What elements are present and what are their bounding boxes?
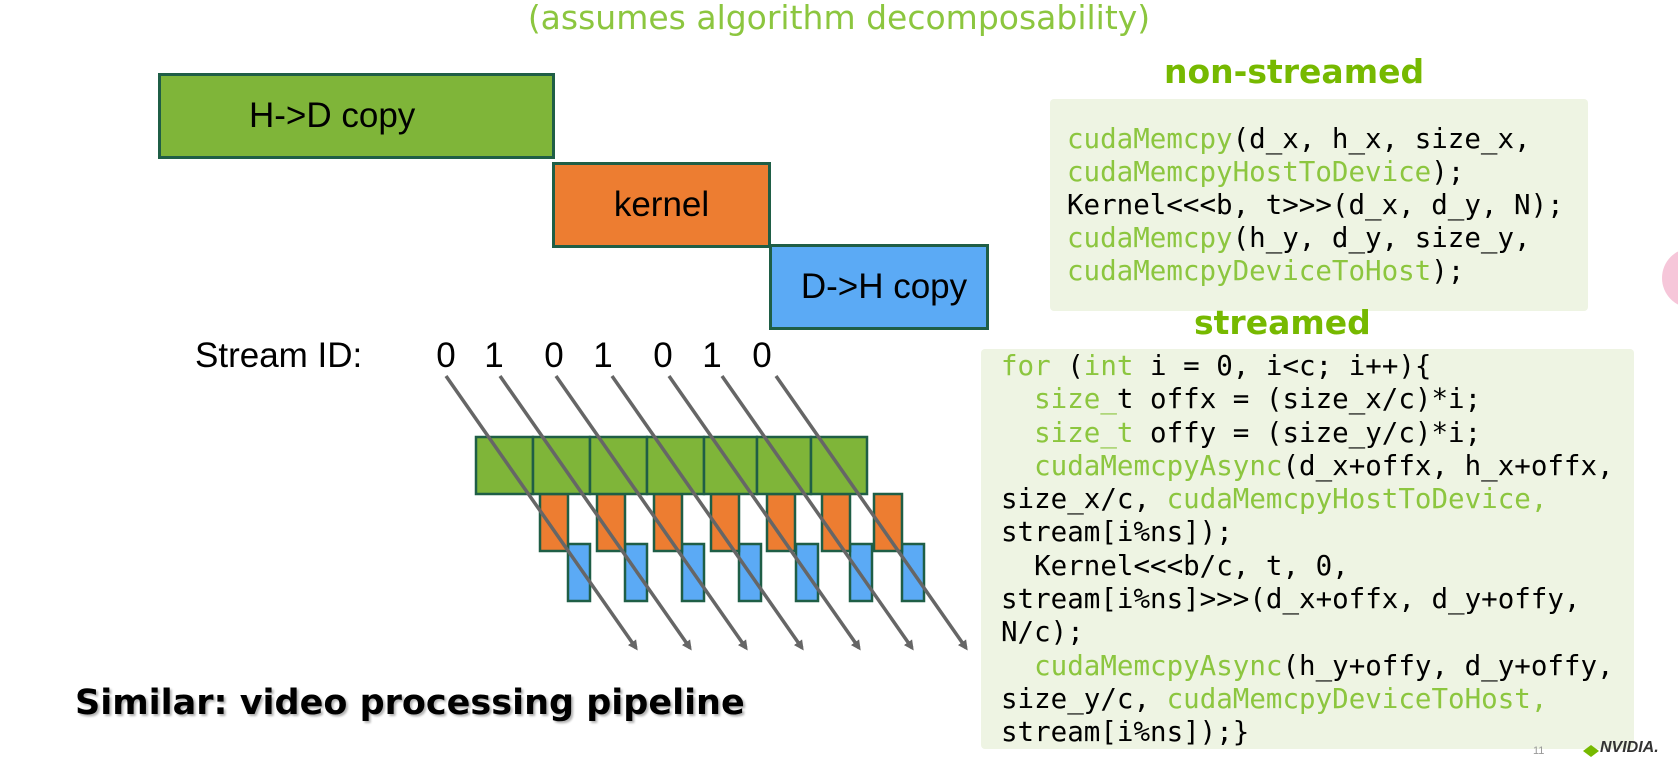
hd-copy-block: H->D copy (158, 73, 555, 159)
streamed-token: ( (1050, 350, 1084, 382)
streamed-line: Kernel<<<b/c, t, 0, (1001, 550, 1634, 583)
stream-arrow (667, 374, 861, 651)
non_streamed-line: cudaMemcpy(h_y, d_y, size_y, (1067, 222, 1588, 255)
dh-copy-block: D->H copy (769, 244, 989, 330)
streamed-line: size_t offy = (size_y/c)*i; (1001, 417, 1634, 450)
streamed-line: N/c); (1001, 616, 1634, 649)
streamed-line: cudaMemcpyAsync(h_y+offy, d_y+offy, (1001, 650, 1634, 683)
stream-arrow (554, 374, 748, 651)
stream-arrow (720, 374, 914, 651)
non_streamed-token: cudaMemcpy (1067, 222, 1233, 254)
stream-id-1: 1 (484, 336, 504, 375)
streamed-token: int (1083, 350, 1134, 382)
streamed-pipeline-diagram (444, 374, 968, 651)
streamed-heading: streamed (1194, 303, 1371, 342)
streamed-token: N/c); (1001, 616, 1084, 649)
streamed-token: cudaMemcpyHostToDevice, (1166, 483, 1548, 516)
stream-id-2: 0 (544, 336, 564, 375)
streamed-line: stream[i%ns]>>>(d_x+offx, d_y+offy, (1001, 583, 1634, 616)
streamed-token: cudaMemcpyDeviceToHost, (1166, 682, 1548, 715)
streamed-token: cudaMemcpyAsync (1001, 649, 1283, 682)
streamed-token: cudaMemcpyAsync (1001, 449, 1283, 482)
streamed-line: for (int i = 0, i<c; i++){ (1001, 350, 1634, 383)
streamed-token: for (1001, 350, 1051, 382)
hd-chunk (645, 435, 706, 496)
page-number: 11 (1533, 745, 1545, 757)
streamed-token: stream[i%ns]>>>(d_x+offx, d_y+offy, (1001, 583, 1581, 616)
stream-id-0: 0 (436, 336, 456, 375)
dh-copy-label: D->H copy (800, 267, 968, 306)
non_streamed-token: (h_y, d_y, size_y, (1232, 222, 1531, 254)
streamed-token: offy = (size_y/c)*i; (1133, 416, 1482, 449)
streamed-token: stream[i%ns]); (1001, 516, 1233, 549)
kernel-label: kernel (613, 185, 710, 224)
non_streamed-line: cudaMemcpy(d_x, h_x, size_x, (1067, 123, 1588, 156)
stream-arrow (444, 374, 638, 651)
non_streamed-line: cudaMemcpyDeviceToHost); (1067, 255, 1588, 288)
streamed-line: cudaMemcpyAsync(d_x+offx, h_x+offx, (1001, 450, 1634, 483)
stream-id-label: Stream ID: (195, 336, 363, 375)
stream-id-5: 1 (702, 336, 722, 375)
streamed-token: i = 0, i<c; i++){ (1133, 350, 1432, 382)
bottom-note: Similar: video processing pipeline (75, 683, 745, 723)
kernel-chunk (709, 492, 741, 553)
non_streamed-token: cudaMemcpyHostToDevice (1067, 156, 1432, 188)
streamed-token: size_ (1001, 383, 1117, 416)
streamed-token: size_t (1001, 416, 1134, 449)
non-streamed-code: cudaMemcpy(d_x, h_x, size_x,cudaMemcpyHo… (1050, 99, 1588, 311)
non_streamed-line: Kernel<<<b, t>>>(d_x, d_y, N); (1067, 189, 1588, 222)
non_streamed-token: ); (1431, 255, 1465, 287)
non_streamed-token: cudaMemcpy (1067, 123, 1233, 155)
streamed-token: (h_y+offy, d_y+offy, (1282, 649, 1614, 682)
streamed-token: t offx = (size_x/c)*i; (1116, 383, 1482, 416)
streamed-line: stream[i%ns]);} (1001, 716, 1634, 749)
decorative-circle (1662, 248, 1678, 308)
non_streamed-token: (d_x, h_x, size_x, (1232, 123, 1531, 155)
stream-id-4: 0 (653, 336, 673, 375)
kernel-block: kernel (552, 162, 771, 248)
streamed-token: Kernel<<<b/c, t, 0, (1001, 549, 1349, 582)
slide-subtitle: (assumes algorithm decomposability) (527, 0, 1151, 37)
stream-arrow (498, 374, 692, 651)
streamed-token: size_y/c, (1001, 682, 1167, 715)
non-streamed-heading: non-streamed (1164, 52, 1425, 91)
non_streamed-line: cudaMemcpyHostToDevice); (1067, 156, 1588, 189)
streamed-line: size_y/c, cudaMemcpyDeviceToHost, (1001, 683, 1634, 716)
stream-arrow (610, 374, 804, 651)
non_streamed-token: Kernel<<<b, t>>>(d_x, d_y, N); (1067, 189, 1564, 221)
nvidia-logo-icon (1583, 745, 1599, 757)
streamed-token: (d_x+offx, h_x+offx, (1282, 449, 1614, 482)
streamed-code: for (int i = 0, i<c; i++){ size_t offx =… (981, 349, 1634, 749)
stream-arrow (774, 374, 968, 651)
streamed-token: stream[i%ns]);} (1001, 716, 1250, 749)
streamed-line: size_t offx = (size_x/c)*i; (1001, 383, 1634, 416)
stream-id-3: 1 (593, 336, 613, 375)
nvidia-logo: NVIDIA. (1600, 739, 1659, 756)
non_streamed-token: ); (1431, 156, 1465, 188)
stream-id-6: 0 (752, 336, 772, 375)
non_streamed-token: cudaMemcpyDeviceToHost (1067, 255, 1432, 287)
hd-copy-label: H->D copy (249, 96, 416, 135)
streamed-line: size_x/c, cudaMemcpyHostToDevice, (1001, 483, 1634, 516)
streamed-line: stream[i%ns]); (1001, 516, 1634, 549)
streamed-token: size_x/c, (1001, 483, 1167, 516)
